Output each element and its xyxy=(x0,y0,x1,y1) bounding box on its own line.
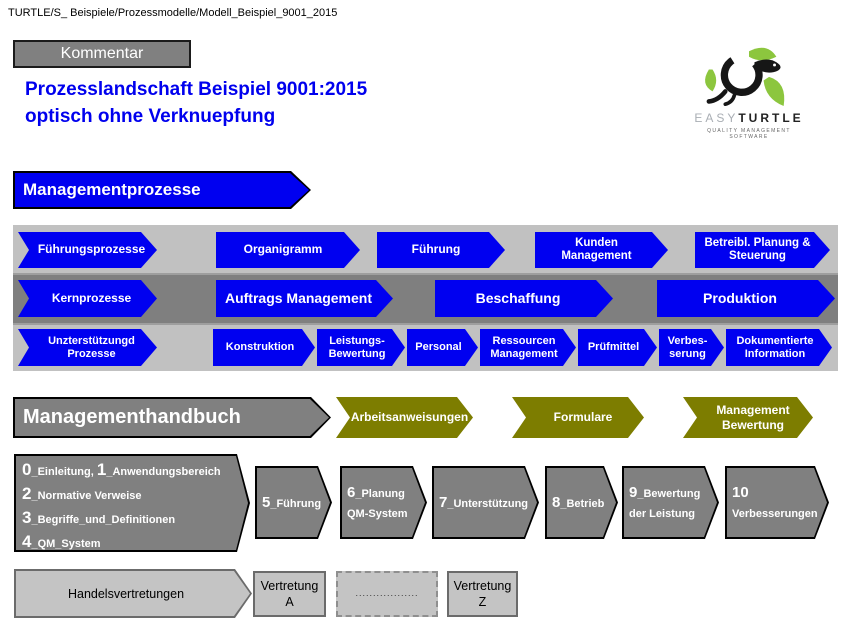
process-auftrags-management[interactable]: Auftrags Management xyxy=(216,280,393,317)
process-organigramm[interactable]: Organigramm xyxy=(216,232,360,268)
vertretung-z-label: Vertretung Z xyxy=(453,578,512,609)
process-label: Führungsprozesse xyxy=(37,242,146,257)
band-separator-2 xyxy=(13,323,838,325)
brand-turtle: TURTLE xyxy=(738,111,804,125)
process-fuehrung[interactable]: Führung xyxy=(377,232,505,268)
process-verbesserung[interactable]: Verbes- serung xyxy=(659,329,724,366)
page-title: Prozesslandschaft Beispiel 9001:2015 opt… xyxy=(25,76,367,130)
management-handbook-banner[interactable]: Managementhandbuch xyxy=(13,397,331,438)
chapter-line-2: 2_Normative Verweise xyxy=(22,484,142,503)
comment-button[interactable]: Kommentar xyxy=(13,40,191,68)
process-personal[interactable]: Personal xyxy=(407,329,478,366)
comment-button-label: Kommentar xyxy=(60,45,144,62)
chapter-10-verbesserungen[interactable]: 10 Verbesserungen xyxy=(725,466,829,539)
chapter-5-fuehrung[interactable]: 5_Führung xyxy=(255,466,332,539)
process-kernprozesse[interactable]: Kernprozesse xyxy=(18,280,157,317)
handelsvertretungen-label: Handelsvertretungen xyxy=(67,586,185,601)
chapter-6-planung[interactable]: 6_Planung QM-System xyxy=(340,466,427,539)
vertretung-z-box[interactable]: Vertretung Z xyxy=(447,571,518,617)
process-produktion[interactable]: Produktion xyxy=(657,280,835,317)
page-title-line1: Prozesslandschaft Beispiel 9001:2015 xyxy=(25,79,368,100)
process-label: Personal xyxy=(415,341,462,354)
vertretung-placeholder-box[interactable]: .................. xyxy=(336,571,438,617)
process-ressourcen-management[interactable]: Ressourcen Management xyxy=(480,329,576,366)
process-beschaffung[interactable]: Beschaffung xyxy=(435,280,613,317)
brand-easy: EASY xyxy=(694,111,739,125)
chapter-intro-block[interactable]: 0_Einleitung, 1_Anwendungsbereich 2_Norm… xyxy=(14,454,250,552)
chapter-line-4: 4_QM_System xyxy=(22,532,101,551)
doc-management-bewertung[interactable]: Management Bewertung xyxy=(683,397,813,438)
process-label: Betreibl. Planung & Steuerung xyxy=(704,236,811,262)
vertretung-a-box[interactable]: Vertretung A xyxy=(253,571,326,617)
breadcrumb: TURTLE/S_ Beispiele/Prozessmodelle/Model… xyxy=(8,7,338,19)
process-label: Verbes- serung xyxy=(667,334,708,360)
process-dokumentierte-information[interactable]: Dokumentierte Information xyxy=(726,329,832,366)
process-leistungs-bewertung[interactable]: Leistungs- Bewertung xyxy=(317,329,405,366)
process-label: Beschaffung xyxy=(475,290,561,307)
doc-formulare[interactable]: Formulare xyxy=(512,397,644,438)
chapter-9-bewertung[interactable]: 9_Bewertung der Leistung xyxy=(622,466,719,539)
process-label: Unzterstützungd Prozesse xyxy=(48,334,135,360)
band-separator-1 xyxy=(13,273,838,275)
process-label: Kernprozesse xyxy=(51,290,132,305)
process-kunden-management[interactable]: Kunden Management xyxy=(535,232,668,268)
process-label: Auftrags Management xyxy=(224,290,373,307)
process-label: Führung xyxy=(411,242,461,257)
process-label: Ressourcen Management xyxy=(490,334,558,360)
process-label: Dokumentierte Information xyxy=(736,334,814,360)
vertretung-placeholder-dots: .................. xyxy=(355,588,419,599)
management-processes-banner[interactable]: Managementprozesse xyxy=(13,171,311,209)
process-label: Kunden Management xyxy=(561,236,632,262)
brand-name: EASYTURTLE xyxy=(694,111,804,125)
brand-tagline: QUALITY MANAGEMENT SOFTWARE xyxy=(707,128,791,140)
process-label: Prüfmittel xyxy=(587,341,640,354)
doc-label: Management Bewertung xyxy=(716,403,790,432)
process-label: Produktion xyxy=(703,290,777,307)
process-label: Organigramm xyxy=(243,242,323,257)
doc-arbeitsanweisungen[interactable]: Arbeitsanweisungen xyxy=(336,397,473,438)
chapter-8-betrieb[interactable]: 8_Betrieb xyxy=(545,466,618,539)
turtle-icon xyxy=(705,47,785,106)
doc-label: Formulare xyxy=(553,410,613,425)
chapter-intro-text: 0_Einleitung, 1_Anwendungsbereich 2_Norm… xyxy=(22,459,221,555)
handelsvertretungen-arrow[interactable]: Handelsvertretungen xyxy=(14,569,252,618)
process-betriebl-planung[interactable]: Betreibl. Planung & Steuerung xyxy=(695,232,830,268)
process-fuehrungsprozesse[interactable]: Führungsprozesse xyxy=(18,232,157,268)
process-pruefmittel[interactable]: Prüfmittel xyxy=(578,329,657,366)
easyturtle-logo: EASYTURTLE QUALITY MANAGEMENT SOFTWARE xyxy=(694,44,804,140)
chapter-7-unterstuetzung[interactable]: 7_Unterstützung xyxy=(432,466,539,539)
chapter-line-0-1: 0_Einleitung, 1_Anwendungsbereich xyxy=(22,460,221,479)
process-konstruktion[interactable]: Konstruktion xyxy=(213,329,315,366)
process-label: Leistungs- Bewertung xyxy=(328,334,386,360)
page-title-line2: optisch ohne Verknuepfung xyxy=(25,106,276,127)
doc-label: Arbeitsanweisungen xyxy=(350,410,469,425)
process-unterstuetzungsprozesse[interactable]: Unzterstützungd Prozesse xyxy=(18,329,157,366)
chapter-line-3: 3_Begriffe_und_Definitionen xyxy=(22,508,176,527)
vertretung-a-label: Vertretung A xyxy=(260,578,319,609)
process-label: Konstruktion xyxy=(225,341,295,354)
management-handbook-label: Managementhandbuch xyxy=(23,406,241,428)
management-processes-label: Managementprozesse xyxy=(23,180,201,199)
